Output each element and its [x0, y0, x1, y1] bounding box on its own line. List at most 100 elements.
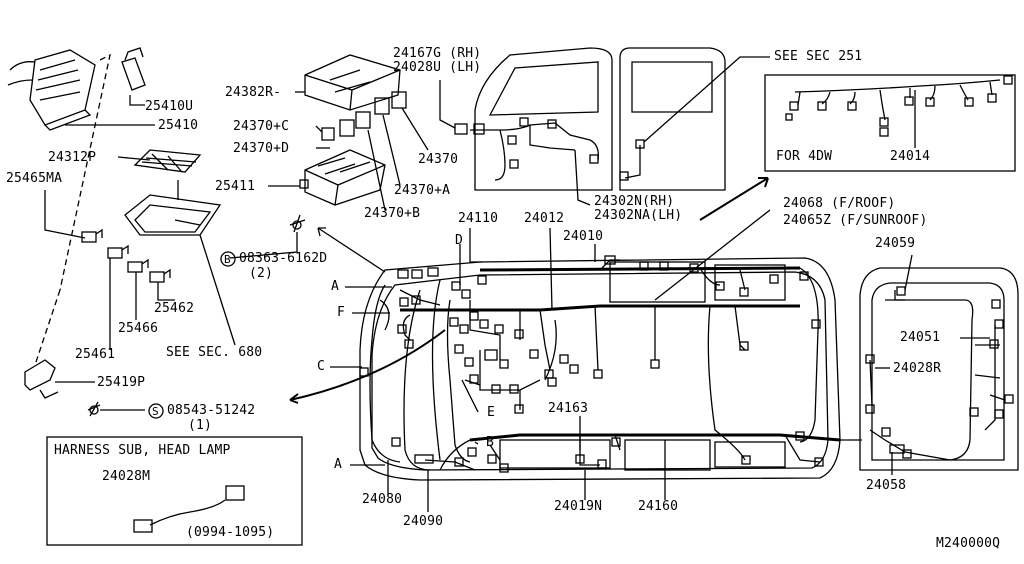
fuse-25461 [107, 244, 129, 259]
junction-box-25411 [299, 149, 386, 206]
harness-branches [369, 259, 862, 471]
leader-24312P [117, 156, 151, 161]
screw-1 [289, 214, 306, 233]
label-24163: 24163 [548, 401, 589, 416]
label-25411: 25411 [215, 179, 256, 194]
leader-25462 [157, 282, 175, 301]
label-24167G: 24167G (RH) [393, 46, 482, 61]
label-bolt-08363: 08363-6162D [239, 251, 328, 266]
ref-letter-b: B [486, 435, 495, 450]
label-bolt-08363-qty: (2) [249, 266, 274, 281]
fuse-25466 [127, 258, 149, 273]
label-24312P: 24312P [48, 150, 97, 165]
label-see-sec-251: SEE SEC 251 [774, 49, 863, 64]
dash-leader-2 [34, 289, 61, 366]
head-lamp-harness [133, 485, 245, 533]
leader-see680 [199, 234, 236, 346]
ref-letter-d: D [455, 233, 464, 248]
label-bolt-08543: 08543-51242 [167, 403, 256, 418]
inset-head-lamp-range: (0994-1095) [186, 525, 275, 540]
fuse-tray [124, 194, 222, 236]
arrow-to-4wd [699, 177, 769, 221]
label-24382R: 24382R- [225, 85, 282, 100]
circle-s-marker [148, 403, 164, 419]
label-bolt-08543-qty: (1) [188, 418, 213, 433]
dash-leader-1 [59, 53, 111, 291]
front-door-harness [454, 117, 599, 181]
arrow-head-3 [289, 393, 299, 404]
label-24160: 24160 [638, 499, 679, 514]
inset-4wd-part: 24014 [890, 149, 931, 164]
circle-b-marker [220, 251, 236, 267]
label-24370C: 24370+C [233, 119, 290, 134]
label-24370D: 24370+D [233, 141, 290, 156]
screw-2 [87, 401, 101, 417]
rear-hatch-outline [859, 267, 1019, 471]
label-24370: 24370 [418, 152, 459, 167]
leader-bolt1 [229, 232, 298, 259]
label-24058: 24058 [866, 478, 907, 493]
bracket-25419P [24, 359, 59, 399]
label-25465MA: 25465MA [6, 171, 63, 186]
label-24090: 24090 [403, 514, 444, 529]
label-24028R: 24028R [893, 361, 942, 376]
inset-head-lamp-title: HARNESS SUB, HEAD LAMP [54, 443, 231, 458]
ref-letter-a-bottom: A [334, 457, 343, 472]
fuse-25465MA [81, 228, 103, 243]
label-24010: 24010 [563, 229, 604, 244]
main-harness-trunks [400, 266, 841, 442]
label-24068: 24068 (F/ROOF) [783, 196, 896, 211]
arrow-to-body [317, 227, 386, 273]
leader-24370A [382, 114, 401, 186]
leader-24302N [574, 149, 591, 206]
inset-4wd-caption: FOR 4DW [776, 149, 833, 164]
label-24302N: 24302N(RH) [594, 194, 675, 209]
body-outline [359, 257, 841, 481]
leader-24370 [401, 107, 429, 151]
label-24019N: 24019N [554, 499, 603, 514]
inset-head-lamp-part: 24028M [102, 469, 151, 484]
label-24028U: 24028U (LH) [393, 60, 482, 75]
label-24110: 24110 [458, 211, 499, 226]
label-25410U: 25410U [145, 99, 194, 114]
label-25466: 25466 [118, 321, 159, 336]
pad-24312P [133, 149, 202, 173]
leader-24370B [367, 129, 386, 211]
fuse-block-25410 [7, 49, 96, 131]
ref-letter-e: E [487, 405, 496, 420]
label-25461: 25461 [75, 347, 116, 362]
label-25462: 25462 [154, 301, 195, 316]
arrow-to-bracket [289, 329, 446, 401]
label-24065Z: 24065Z (F/SUNROOF) [783, 213, 928, 228]
label-24370B: 24370+B [364, 206, 421, 221]
arrow-head-1 [317, 227, 326, 237]
label-24370A: 24370+A [394, 183, 451, 198]
ref-letter-a-top: A [331, 279, 340, 294]
arrow-head-2 [758, 177, 769, 188]
leader-see251 [643, 56, 770, 143]
inset-4wd-box [764, 74, 1016, 172]
leader-24059 [904, 254, 913, 291]
label-see-sec-680: SEE SEC. 680 [166, 345, 263, 360]
body-leaders [330, 209, 771, 512]
relays-24370 [321, 91, 407, 141]
circle-b-letter: B [224, 253, 231, 266]
label-25419P: 25419P [97, 375, 146, 390]
label-24051: 24051 [900, 330, 941, 345]
leader-24167G [439, 80, 456, 129]
label-24012: 24012 [524, 211, 565, 226]
fuse-25462 [149, 268, 171, 283]
hatch-harness [865, 286, 1014, 461]
diagram-id: M240000Q [936, 536, 1001, 551]
rear-door-outline [619, 47, 726, 191]
label-24302NA: 24302NA(LH) [594, 208, 683, 223]
ref-letter-f: F [337, 305, 346, 320]
leader-25410U [129, 95, 145, 106]
leader-25465MA [44, 190, 86, 239]
relay-box-24382R [304, 54, 401, 111]
relay-25410U [121, 47, 146, 91]
label-24080: 24080 [362, 492, 403, 507]
label-24059: 24059 [875, 236, 916, 251]
